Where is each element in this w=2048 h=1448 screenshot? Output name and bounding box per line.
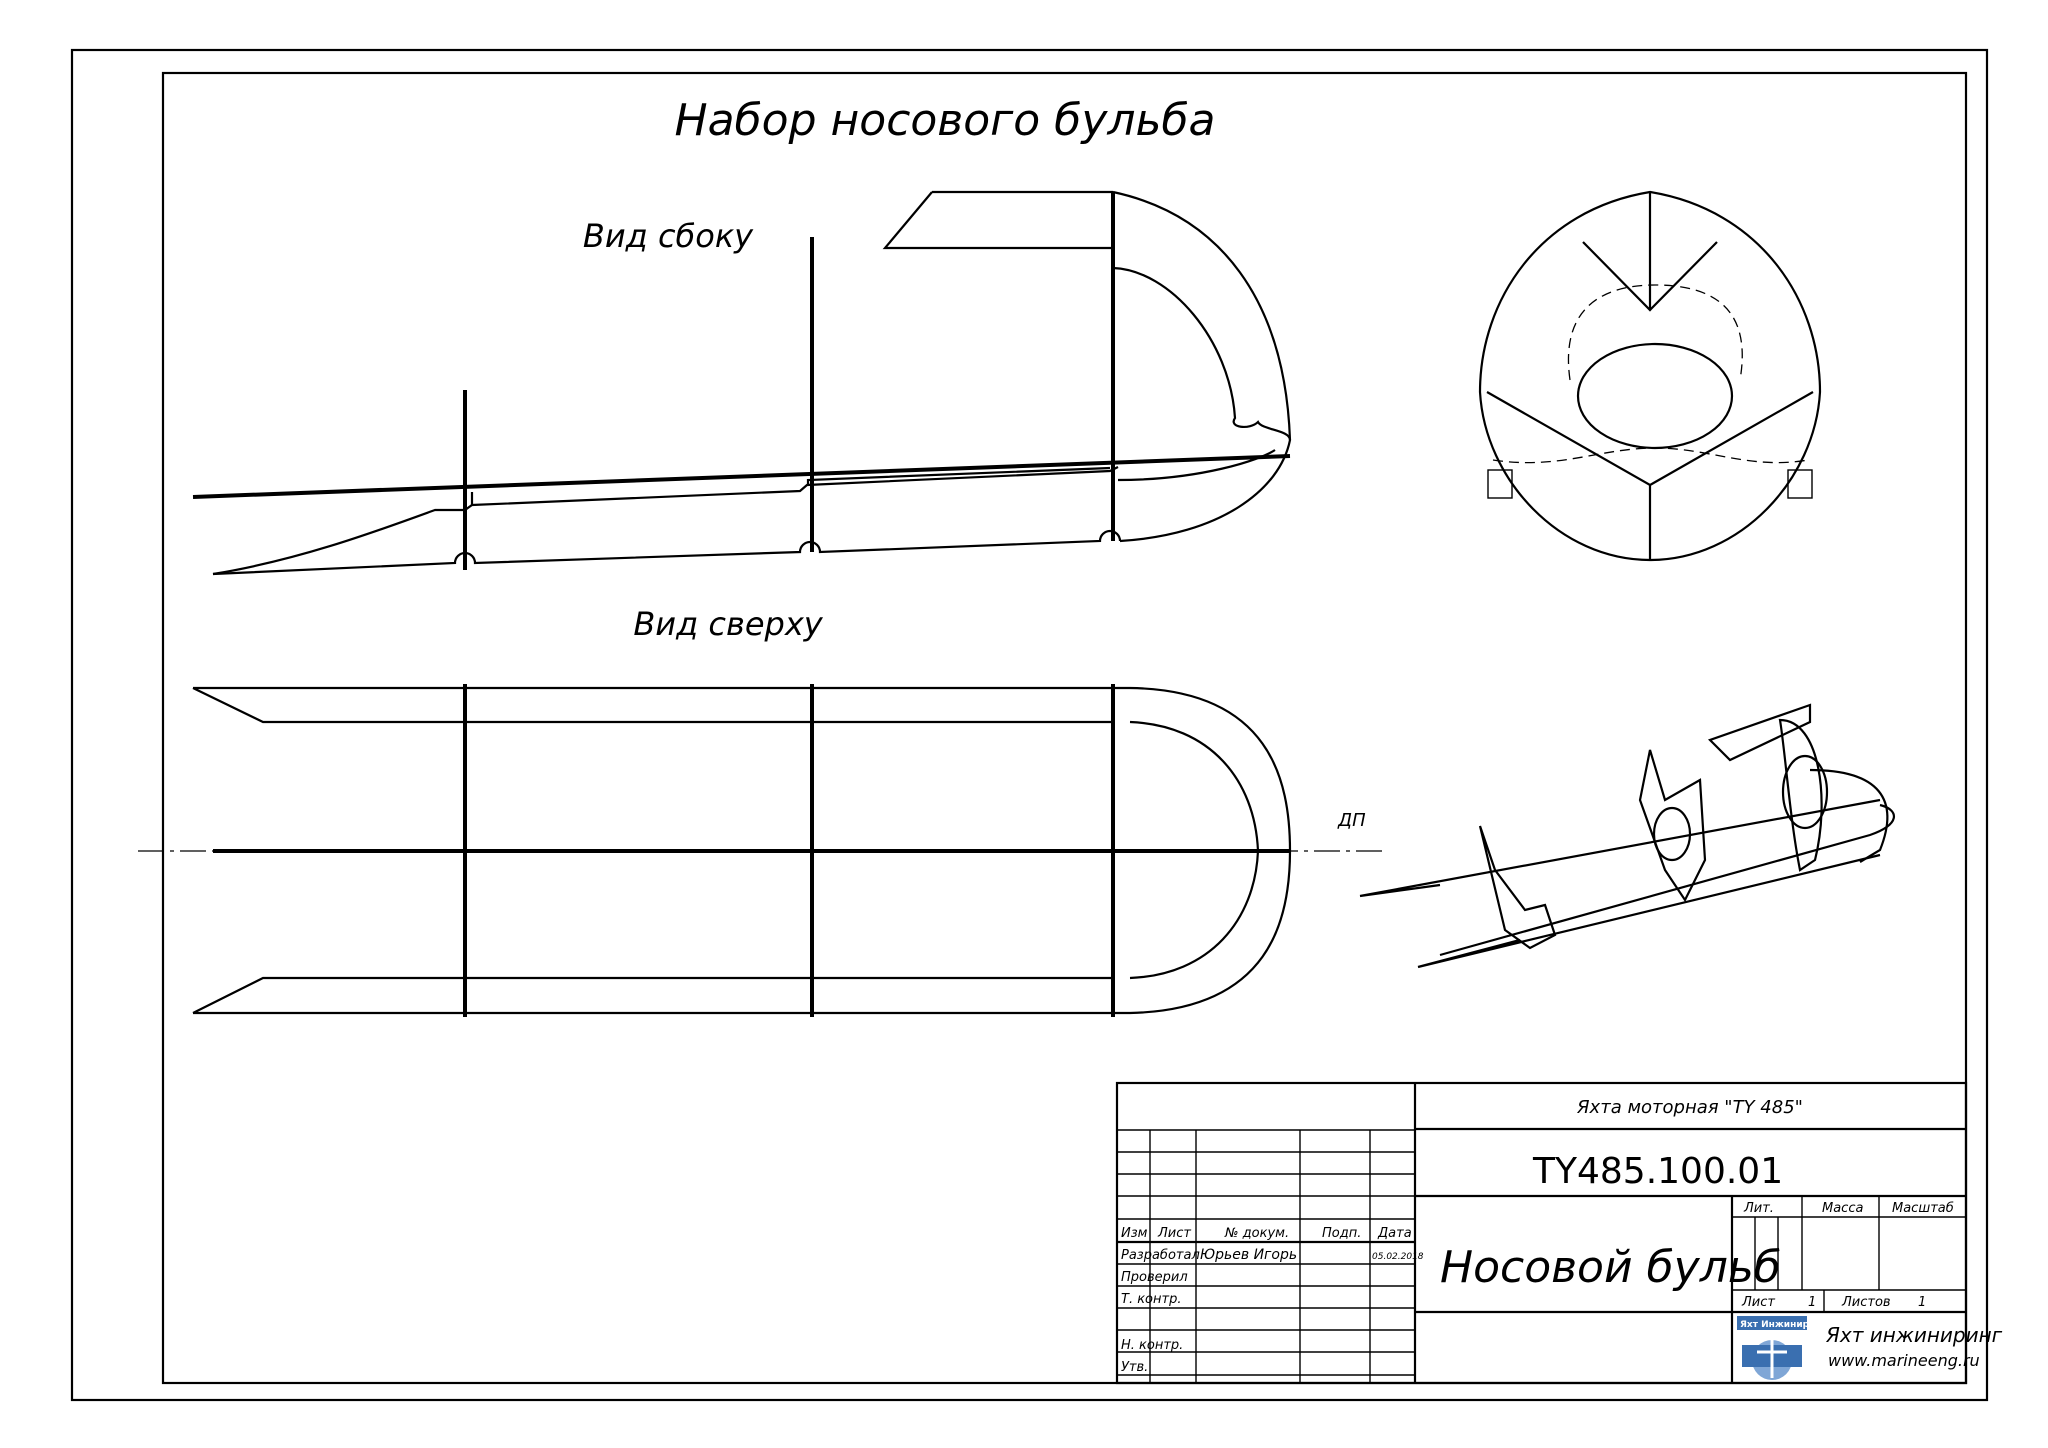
header-izm: Изм bbox=[1121, 1226, 1148, 1241]
role-n-control: Н. контр. bbox=[1121, 1338, 1183, 1353]
header-sign: Подп. bbox=[1322, 1226, 1361, 1241]
sheets-label: Листов bbox=[1841, 1295, 1891, 1310]
side-bulb-inner bbox=[1112, 266, 1292, 441]
top-upper-edge bbox=[192, 686, 1292, 852]
sheet-label: Лист bbox=[1741, 1295, 1775, 1310]
header-mass: Масса bbox=[1822, 1201, 1863, 1216]
side-bulb-lower bbox=[1117, 449, 1276, 482]
iso-frame-2-hole bbox=[1652, 806, 1692, 862]
isometric-view bbox=[1359, 703, 1896, 969]
top-lower-inner bbox=[1129, 850, 1260, 980]
side-keel bbox=[212, 466, 1119, 576]
sheet-no: 1 bbox=[1808, 1295, 1816, 1310]
side-keel-upper bbox=[470, 466, 1111, 505]
side-top-stringer bbox=[192, 454, 1291, 499]
front-upper-v bbox=[1582, 192, 1718, 312]
role-developed: Разработал bbox=[1121, 1248, 1200, 1263]
title-block: Изм Лист № докум. Подп. Дата Разработал … bbox=[1115, 1081, 2003, 1385]
header-list: Лист bbox=[1157, 1226, 1191, 1241]
top-lower-edge bbox=[192, 850, 1292, 1015]
centerline-label: ДП bbox=[1337, 810, 1366, 831]
top-upper-inner bbox=[1129, 720, 1260, 852]
front-left-flange bbox=[1487, 469, 1513, 499]
front-hidden-ring bbox=[1567, 284, 1743, 381]
side-view: Вид сбоку bbox=[192, 190, 1292, 576]
inner-frame bbox=[161, 71, 1968, 1385]
front-lower-v bbox=[1486, 391, 1814, 560]
sheets-total: 1 bbox=[1918, 1295, 1926, 1310]
front-view bbox=[1478, 190, 1822, 562]
top-view: Вид сверху ДП bbox=[138, 605, 1385, 1017]
front-opening bbox=[1576, 342, 1734, 450]
iso-frame-2 bbox=[1638, 749, 1707, 903]
iso-frame-3 bbox=[1778, 718, 1823, 872]
front-right-flange bbox=[1787, 469, 1813, 499]
title-block-frame bbox=[1115, 1081, 1968, 1385]
designation: TY485.100.01 bbox=[1532, 1151, 1783, 1192]
iso-frame-3-hole bbox=[1781, 754, 1829, 830]
part-name: Носовой бульб bbox=[1440, 1242, 1781, 1293]
role-approved: Утв. bbox=[1121, 1360, 1148, 1375]
developer-name: Юрьев Игорь bbox=[1200, 1247, 1297, 1263]
svg-text:Яхт Инжиниринг: Яхт Инжиниринг bbox=[1740, 1320, 1827, 1330]
top-view-label: Вид сверху bbox=[633, 605, 823, 643]
role-t-control: Т. контр. bbox=[1121, 1292, 1181, 1307]
drawing-title: Набор носового бульба bbox=[674, 95, 1215, 146]
header-doc-no: № докум. bbox=[1224, 1226, 1289, 1241]
iso-bulb-nose bbox=[1809, 768, 1889, 863]
side-bulb-outer bbox=[1112, 190, 1292, 543]
header-lit: Лит. bbox=[1743, 1201, 1774, 1216]
outer-frame bbox=[70, 48, 1989, 1402]
side-bottom-line bbox=[212, 529, 1122, 576]
front-hidden-band bbox=[1492, 447, 1809, 464]
header-date: Дата bbox=[1377, 1226, 1412, 1241]
side-view-label: Вид сбоку bbox=[583, 217, 754, 255]
iso-deck-plate bbox=[1707, 703, 1812, 762]
company-site: www.marineeng.ru bbox=[1828, 1351, 1980, 1370]
role-checked: Проверил bbox=[1121, 1270, 1188, 1285]
developer-date: 05.02.2018 bbox=[1372, 1252, 1424, 1262]
company-name: Яхт инжиниринг bbox=[1825, 1323, 2003, 1347]
iso-frame-1 bbox=[1478, 825, 1557, 950]
project-name: Яхта моторная "TY 485" bbox=[1576, 1097, 1803, 1118]
header-scale: Масштаб bbox=[1892, 1201, 1954, 1216]
iso-stringer-upper bbox=[1359, 798, 1881, 898]
company-logo: Яхт Инжиниринг bbox=[1737, 1316, 1827, 1380]
iso-stringer-lower bbox=[1417, 853, 1881, 969]
side-deck-plate bbox=[882, 190, 1113, 250]
